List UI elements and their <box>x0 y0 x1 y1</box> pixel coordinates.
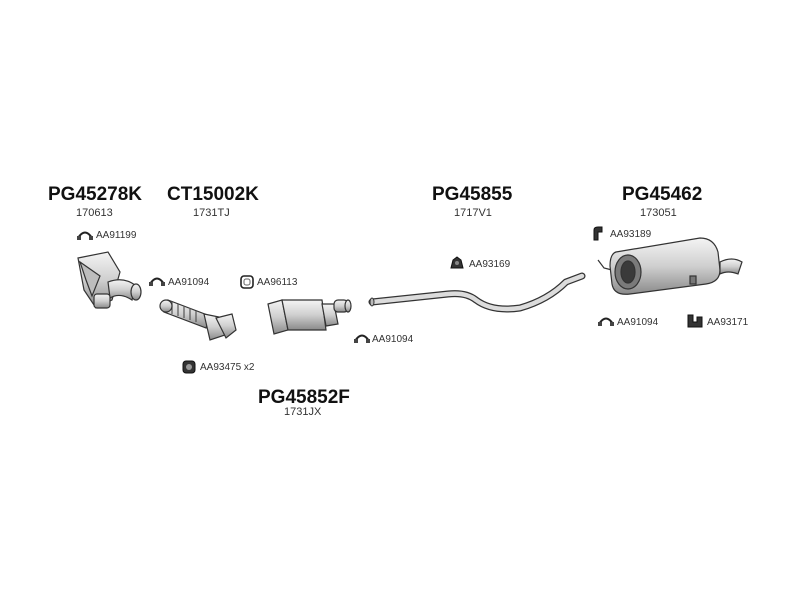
particulate-filter-part <box>267 299 352 335</box>
accessory-aa91199: AA91199 <box>96 230 137 241</box>
accessory-aa93189: AA93189 <box>610 229 652 240</box>
nut-icon <box>182 360 196 374</box>
part-ref-1731jx: 1731JX <box>284 406 322 418</box>
flex-pipe-part <box>159 299 237 341</box>
middle-pipe-part <box>368 272 586 313</box>
bracket-icon <box>687 314 703 328</box>
accessory-aa91094-middle: AA91094 <box>372 334 414 345</box>
clamp-icon <box>598 317 614 326</box>
accessory-aa93169: AA93169 <box>469 259 511 270</box>
clamp-icon <box>77 231 93 240</box>
gasket-icon <box>240 275 254 289</box>
accessory-aa93171: AA93171 <box>707 317 749 328</box>
part-ref-1717v1: 1717V1 <box>454 207 492 219</box>
part-code-pg45278k: PG45278K <box>48 184 143 205</box>
rubber-mount-icon <box>450 256 464 269</box>
accessory-aa91094-front: AA91094 <box>168 277 210 288</box>
clamp-icon <box>354 334 370 343</box>
part-code-ct15002k: CT15002K <box>167 184 259 205</box>
part-ref-1731tj: 1731TJ <box>193 207 230 219</box>
part-code-pg45855: PG45855 <box>432 184 513 205</box>
part-ref-173051: 173051 <box>640 207 677 219</box>
accessory-aa96113: AA96113 <box>257 277 298 288</box>
part-code-pg45852f: PG45852F <box>258 387 350 408</box>
accessory-aa91094-rear: AA91094 <box>617 317 659 328</box>
clamp-icon <box>149 277 165 286</box>
bracket-icon <box>593 226 603 241</box>
catalytic-converter-part <box>77 251 142 309</box>
part-code-pg45462: PG45462 <box>622 184 703 205</box>
accessory-aa93475-x2: AA93475 x2 <box>200 362 255 373</box>
rear-silencer-part <box>597 237 743 295</box>
part-ref-170613: 170613 <box>76 207 113 219</box>
